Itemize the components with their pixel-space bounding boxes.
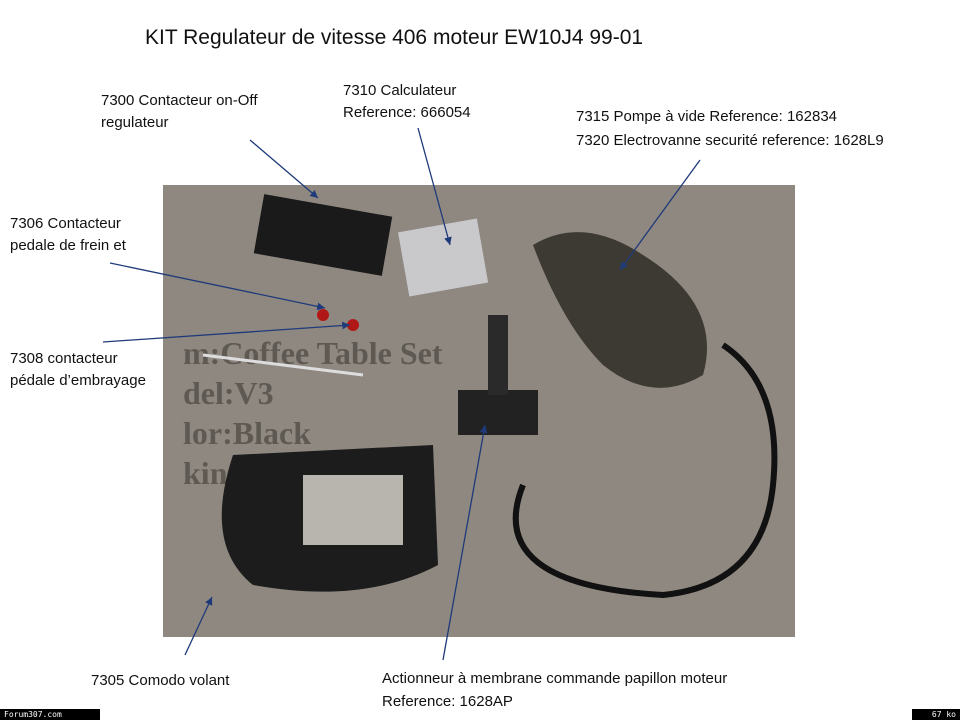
label-7308-cont: pédale d’embrayage — [10, 372, 146, 389]
label-7308: 7308 contacteur — [10, 350, 118, 367]
label-7300: 7300 Contacteur on-Off — [101, 92, 258, 109]
vacuum-pump — [533, 232, 707, 388]
label-actuator: Actionneur à membrane commande papillon … — [382, 670, 728, 687]
label-7310: 7310 Calculateur — [343, 82, 457, 99]
switch-panel — [253, 194, 393, 276]
label-7310-ref: Reference: 666054 — [343, 104, 471, 121]
label-actuator-ref: Reference: 1628AP — [382, 693, 513, 710]
label-7306: 7306 Contacteur — [10, 215, 121, 232]
calculator-box — [398, 218, 489, 297]
label-7305: 7305 Comodo volant — [91, 672, 230, 689]
slide-title: KIT Regulateur de vitesse 406 moteur EW1… — [145, 26, 644, 49]
site-watermark: Forum307.com — [0, 709, 100, 720]
label-7300-cont: regulateur — [101, 114, 169, 131]
actuator — [458, 390, 538, 435]
label-7315: 7315 Pompe à vide Reference: 162834 — [576, 108, 838, 125]
file-size: 67 ko — [912, 709, 960, 720]
label-7306-cont: pedale de frein et — [10, 237, 126, 254]
kit-photo: m:Coffee Table Set del:V3 lor:Black king — [163, 185, 795, 637]
label-7320: 7320 Electrovanne securité reference: 16… — [576, 132, 884, 149]
